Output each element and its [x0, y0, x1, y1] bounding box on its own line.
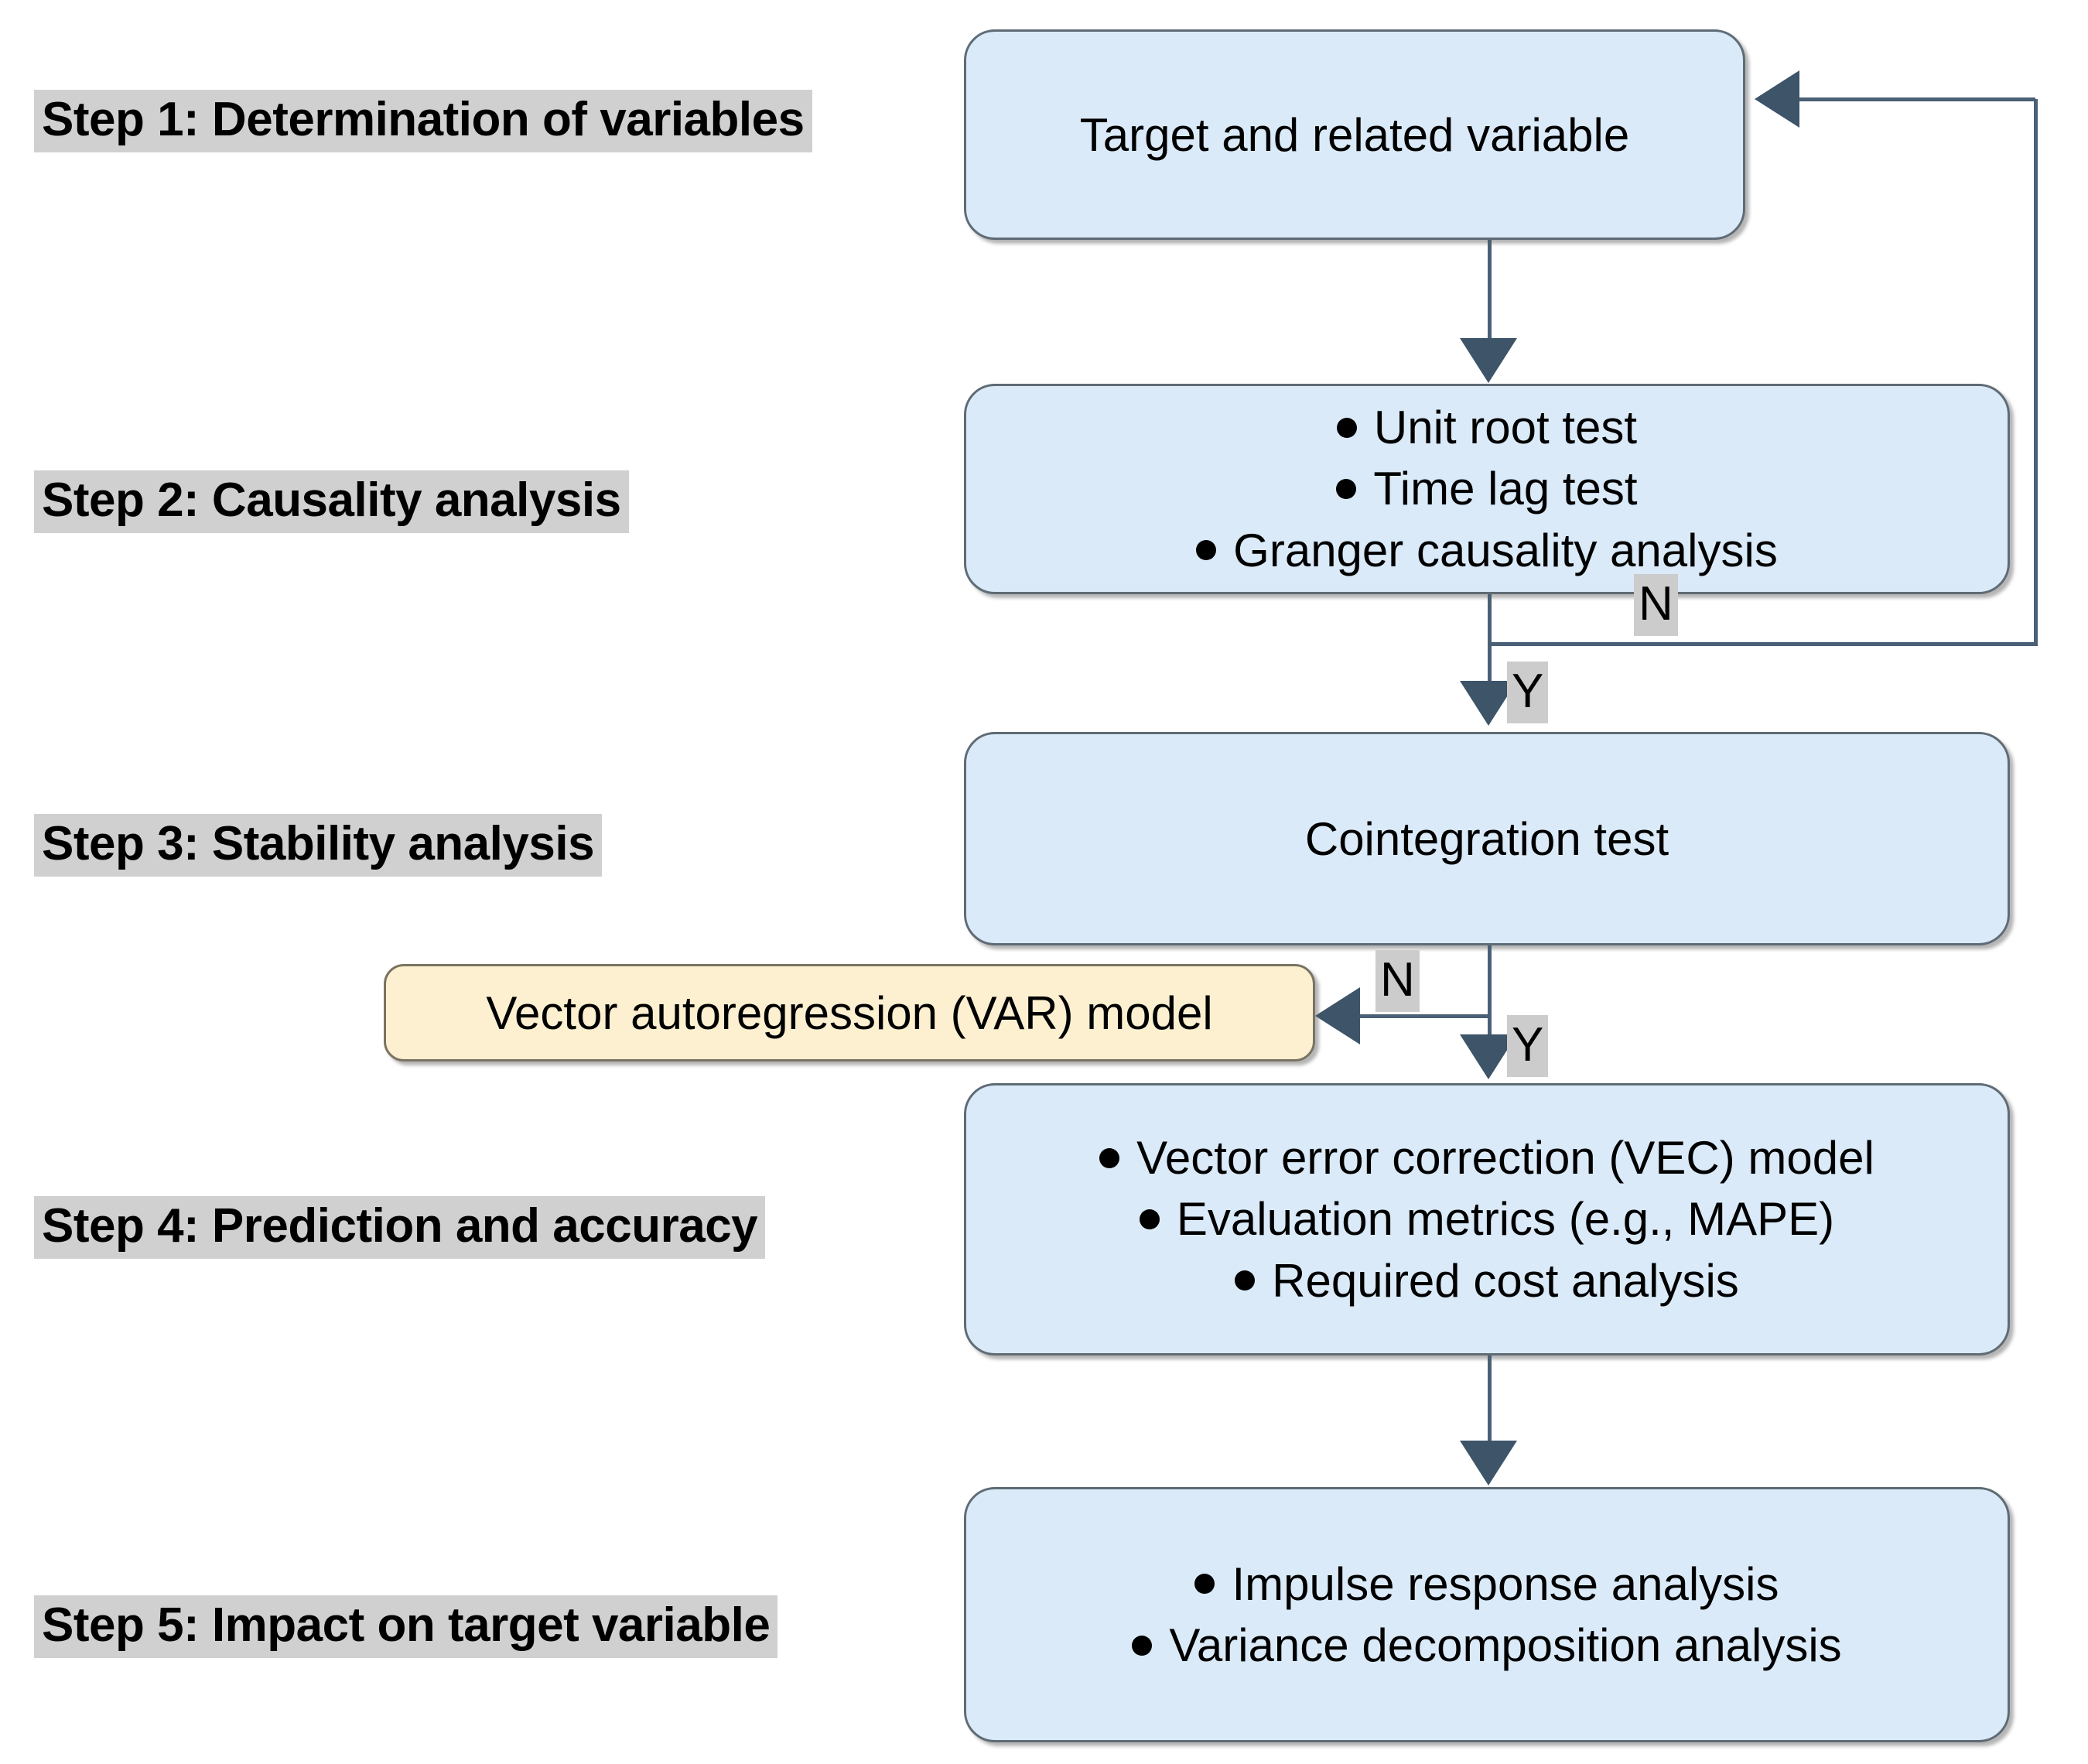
- bullet-dot-icon: [1336, 417, 1357, 438]
- bullet-dot-icon: [1139, 1209, 1160, 1229]
- node-1-text: Target and related variable: [1079, 108, 1630, 161]
- arrow-left-icon-feedback-to-node1: [1755, 70, 1799, 128]
- bullet-dot-icon: [1336, 479, 1357, 499]
- node-5-bullet-list: Impulse response analysis Variance decom…: [1132, 1554, 1842, 1676]
- connector-node3-to-var-horizontal: [1360, 1014, 1489, 1018]
- list-item: Impulse response analysis: [1194, 1554, 1779, 1615]
- list-item: Required cost analysis: [1235, 1250, 1739, 1311]
- list-item: Time lag test: [1336, 458, 1638, 519]
- step-label-2: Step 2: Causality analysis: [34, 470, 629, 534]
- bullet-dot-icon: [1132, 1635, 1153, 1656]
- feedback-loop-horizontal-bottom: [1488, 642, 2038, 646]
- arrow-down-icon-node4-node5: [1460, 1441, 1517, 1485]
- arrow-down-icon-node1-node2: [1460, 338, 1517, 383]
- connector-node1-to-node2: [1488, 240, 1492, 360]
- step-label-3: Step 3: Stability analysis: [34, 814, 603, 877]
- connector-node4-to-node5: [1488, 1355, 1492, 1456]
- bullet-dot-icon: [1194, 1574, 1215, 1595]
- list-item: Granger causality analysis: [1196, 520, 1778, 581]
- node-cointegration-test[interactable]: Cointegration test: [964, 732, 2010, 945]
- connector-node3-to-node4: [1488, 945, 1492, 1046]
- node-causality-tests[interactable]: Unit root test Time lag test Granger cau…: [964, 384, 2010, 594]
- node-prediction-and-accuracy[interactable]: Vector error correction (VEC) model Eval…: [964, 1083, 2010, 1355]
- branch-label-cointegration-no: N: [1375, 950, 1420, 1012]
- list-item: Vector error correction (VEC) model: [1099, 1127, 1874, 1188]
- list-item: Unit root test: [1336, 397, 1637, 458]
- list-item: Variance decomposition analysis: [1132, 1615, 1842, 1676]
- node-3-text: Cointegration test: [1304, 812, 1669, 865]
- feedback-loop-horizontal-top: [1799, 97, 2035, 101]
- node-impact-on-target-variable[interactable]: Impulse response analysis Variance decom…: [964, 1487, 2010, 1742]
- connector-node2-to-node3: [1488, 594, 1492, 695]
- node-target-and-related-variable[interactable]: Target and related variable: [964, 29, 1745, 240]
- step-label-5: Step 5: Impact on target variable: [34, 1595, 778, 1659]
- bullet-dot-icon: [1196, 540, 1217, 561]
- step-label-4: Step 4: Prediction and accuracy: [34, 1196, 766, 1260]
- bullet-dot-icon: [1099, 1147, 1120, 1168]
- arrow-left-icon-node3-to-var: [1315, 987, 1360, 1044]
- bullet-dot-icon: [1235, 1270, 1256, 1291]
- node-4-bullet-list: Vector error correction (VEC) model Eval…: [1099, 1127, 1874, 1311]
- step-label-1: Step 1: Determination of variables: [34, 90, 812, 153]
- branch-label-causality-no: N: [1634, 574, 1678, 636]
- branch-label-cointegration-yes: Y: [1507, 1015, 1549, 1077]
- node-var-model[interactable]: Vector autoregression (VAR) model: [384, 964, 1315, 1061]
- node-var-text: Vector autoregression (VAR) model: [486, 986, 1213, 1039]
- list-item: Evaluation metrics (e.g., MAPE): [1139, 1188, 1834, 1250]
- branch-label-causality-yes: Y: [1507, 662, 1549, 723]
- feedback-loop-vertical: [2034, 99, 2038, 646]
- node-2-bullet-list: Unit root test Time lag test Granger cau…: [1196, 397, 1778, 581]
